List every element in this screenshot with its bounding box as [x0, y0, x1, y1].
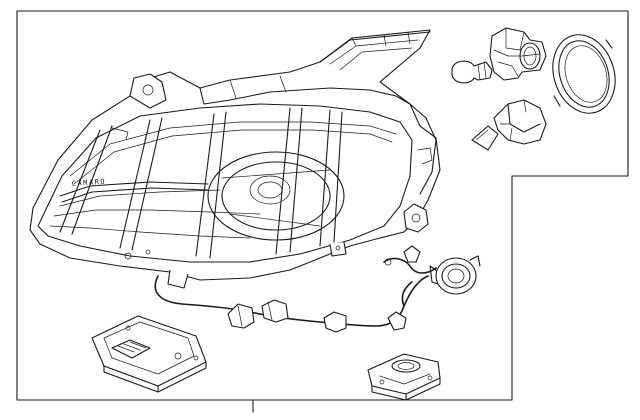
headlamp-housing[interactable]: CAMARO — [29, 29, 441, 289]
diagram-frame — [16, 10, 629, 401]
side-marker-bulb[interactable] — [451, 60, 493, 84]
wiring-harness[interactable] — [154, 245, 481, 333]
hid-bulb[interactable] — [471, 99, 547, 151]
ballast-module[interactable] — [91, 315, 207, 393]
bulb-socket[interactable] — [489, 27, 547, 81]
access-cover[interactable] — [543, 27, 625, 122]
housing-lettering: CAMARO — [72, 178, 107, 188]
igniter-module[interactable] — [367, 353, 441, 401]
